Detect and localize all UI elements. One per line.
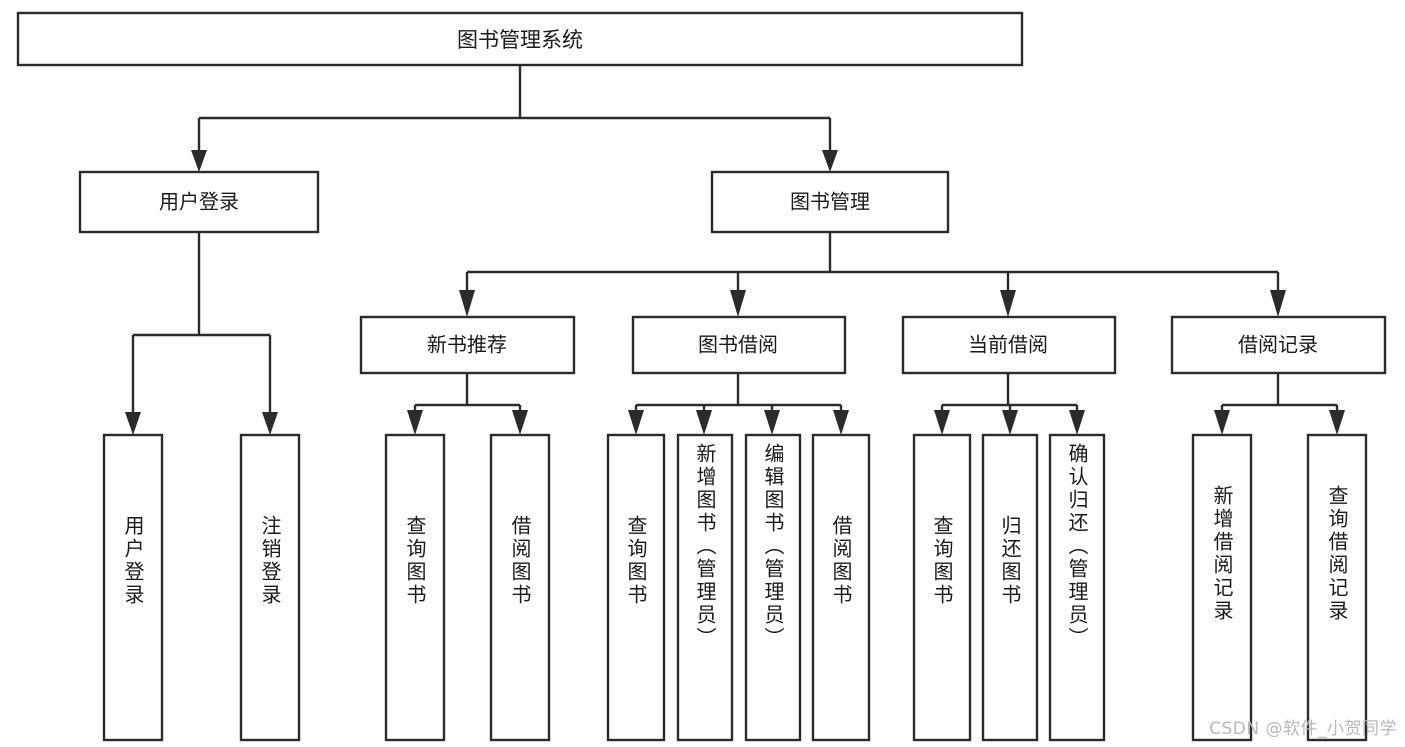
node-root[interactable]: 图书管理系统 <box>16 11 1024 67</box>
node-new-book-rec[interactable]: 新书推荐 <box>359 315 576 375</box>
arrowhead-leaf-borrow-book-2 <box>833 410 849 435</box>
node-leaf-query-record-box[interactable] <box>1306 433 1368 742</box>
node-new-book-rec-box[interactable] <box>359 315 576 375</box>
node-current-borrow-box[interactable] <box>901 315 1117 375</box>
node-borrow-record-label: 借阅记录 <box>1238 333 1318 357</box>
connector-group-borrow-record <box>1214 373 1345 435</box>
arrowhead-leaf-borrow-book-1 <box>512 410 528 435</box>
connector-group-root <box>191 65 838 172</box>
node-leaf-logout-box[interactable] <box>239 433 301 742</box>
node-book-borrow-label: 图书借阅 <box>698 333 778 357</box>
arrowhead-leaf-user-login <box>125 412 141 435</box>
node-leaf-query-book-2-box[interactable] <box>606 433 666 742</box>
node-book-borrow[interactable]: 图书借阅 <box>631 315 847 375</box>
connector-group-book-manage <box>459 232 1286 317</box>
node-book-manage-box[interactable] <box>710 170 950 234</box>
connector-group-book-borrow <box>628 373 849 435</box>
node-leaf-edit-book-box[interactable] <box>744 433 802 742</box>
connector-group-new-book-rec <box>407 373 528 435</box>
node-book-borrow-box[interactable] <box>631 315 847 375</box>
arrowhead-leaf-return-book <box>1002 410 1018 435</box>
node-leaf-add-record-box[interactable] <box>1191 433 1253 742</box>
node-user-login-box[interactable] <box>78 170 320 234</box>
node-leaf-borrow-book-1-box[interactable] <box>489 433 551 742</box>
arrowhead-leaf-query-book-2 <box>628 410 644 435</box>
node-leaf-user-login-box[interactable] <box>102 433 164 742</box>
node-leaf-query-book-1-box[interactable] <box>384 433 446 742</box>
arrowhead-leaf-edit-book <box>764 410 780 435</box>
arrowhead-current-borrow <box>1000 290 1016 317</box>
arrowhead-leaf-query-book-1 <box>407 410 423 435</box>
arrowhead-leaf-logout <box>262 412 278 435</box>
connector-group-current-borrow <box>934 373 1085 435</box>
arrowhead-book-borrow <box>730 290 746 317</box>
node-borrow-record[interactable]: 借阅记录 <box>1170 315 1387 375</box>
node-new-book-rec-label: 新书推荐 <box>427 333 507 357</box>
node-book-manage-label: 图书管理 <box>790 190 870 214</box>
node-book-manage[interactable]: 图书管理 <box>710 170 950 234</box>
node-leaf-add-book-box[interactable] <box>676 433 734 742</box>
arrowhead-user-login <box>191 150 207 172</box>
arrowhead-leaf-add-record <box>1214 410 1230 435</box>
node-leaf-query-book-3-box[interactable] <box>912 433 972 742</box>
arrowhead-leaf-confirm-return <box>1069 410 1085 435</box>
node-leaf-confirm-return-box[interactable] <box>1048 433 1106 742</box>
node-leaf-borrow-book-2-box[interactable] <box>811 433 871 742</box>
arrowhead-leaf-query-book-3 <box>934 410 950 435</box>
connector-group-user-login <box>125 232 278 435</box>
arrowhead-book-manage <box>822 150 838 172</box>
arrowhead-leaf-add-book <box>696 410 712 435</box>
node-current-borrow-label: 当前借阅 <box>968 333 1048 357</box>
node-current-borrow[interactable]: 当前借阅 <box>901 315 1117 375</box>
node-user-login[interactable]: 用户登录 <box>78 170 320 234</box>
node-root-label: 图书管理系统 <box>457 28 583 52</box>
arrowhead-borrow-record <box>1270 290 1286 317</box>
node-leaf-return-book-box[interactable] <box>981 433 1039 742</box>
node-borrow-record-box[interactable] <box>1170 315 1387 375</box>
node-user-login-label: 用户登录 <box>159 190 239 214</box>
node-root-box[interactable] <box>16 11 1024 67</box>
arrowhead-leaf-query-record <box>1329 410 1345 435</box>
arrowhead-new-book-rec <box>459 290 475 317</box>
